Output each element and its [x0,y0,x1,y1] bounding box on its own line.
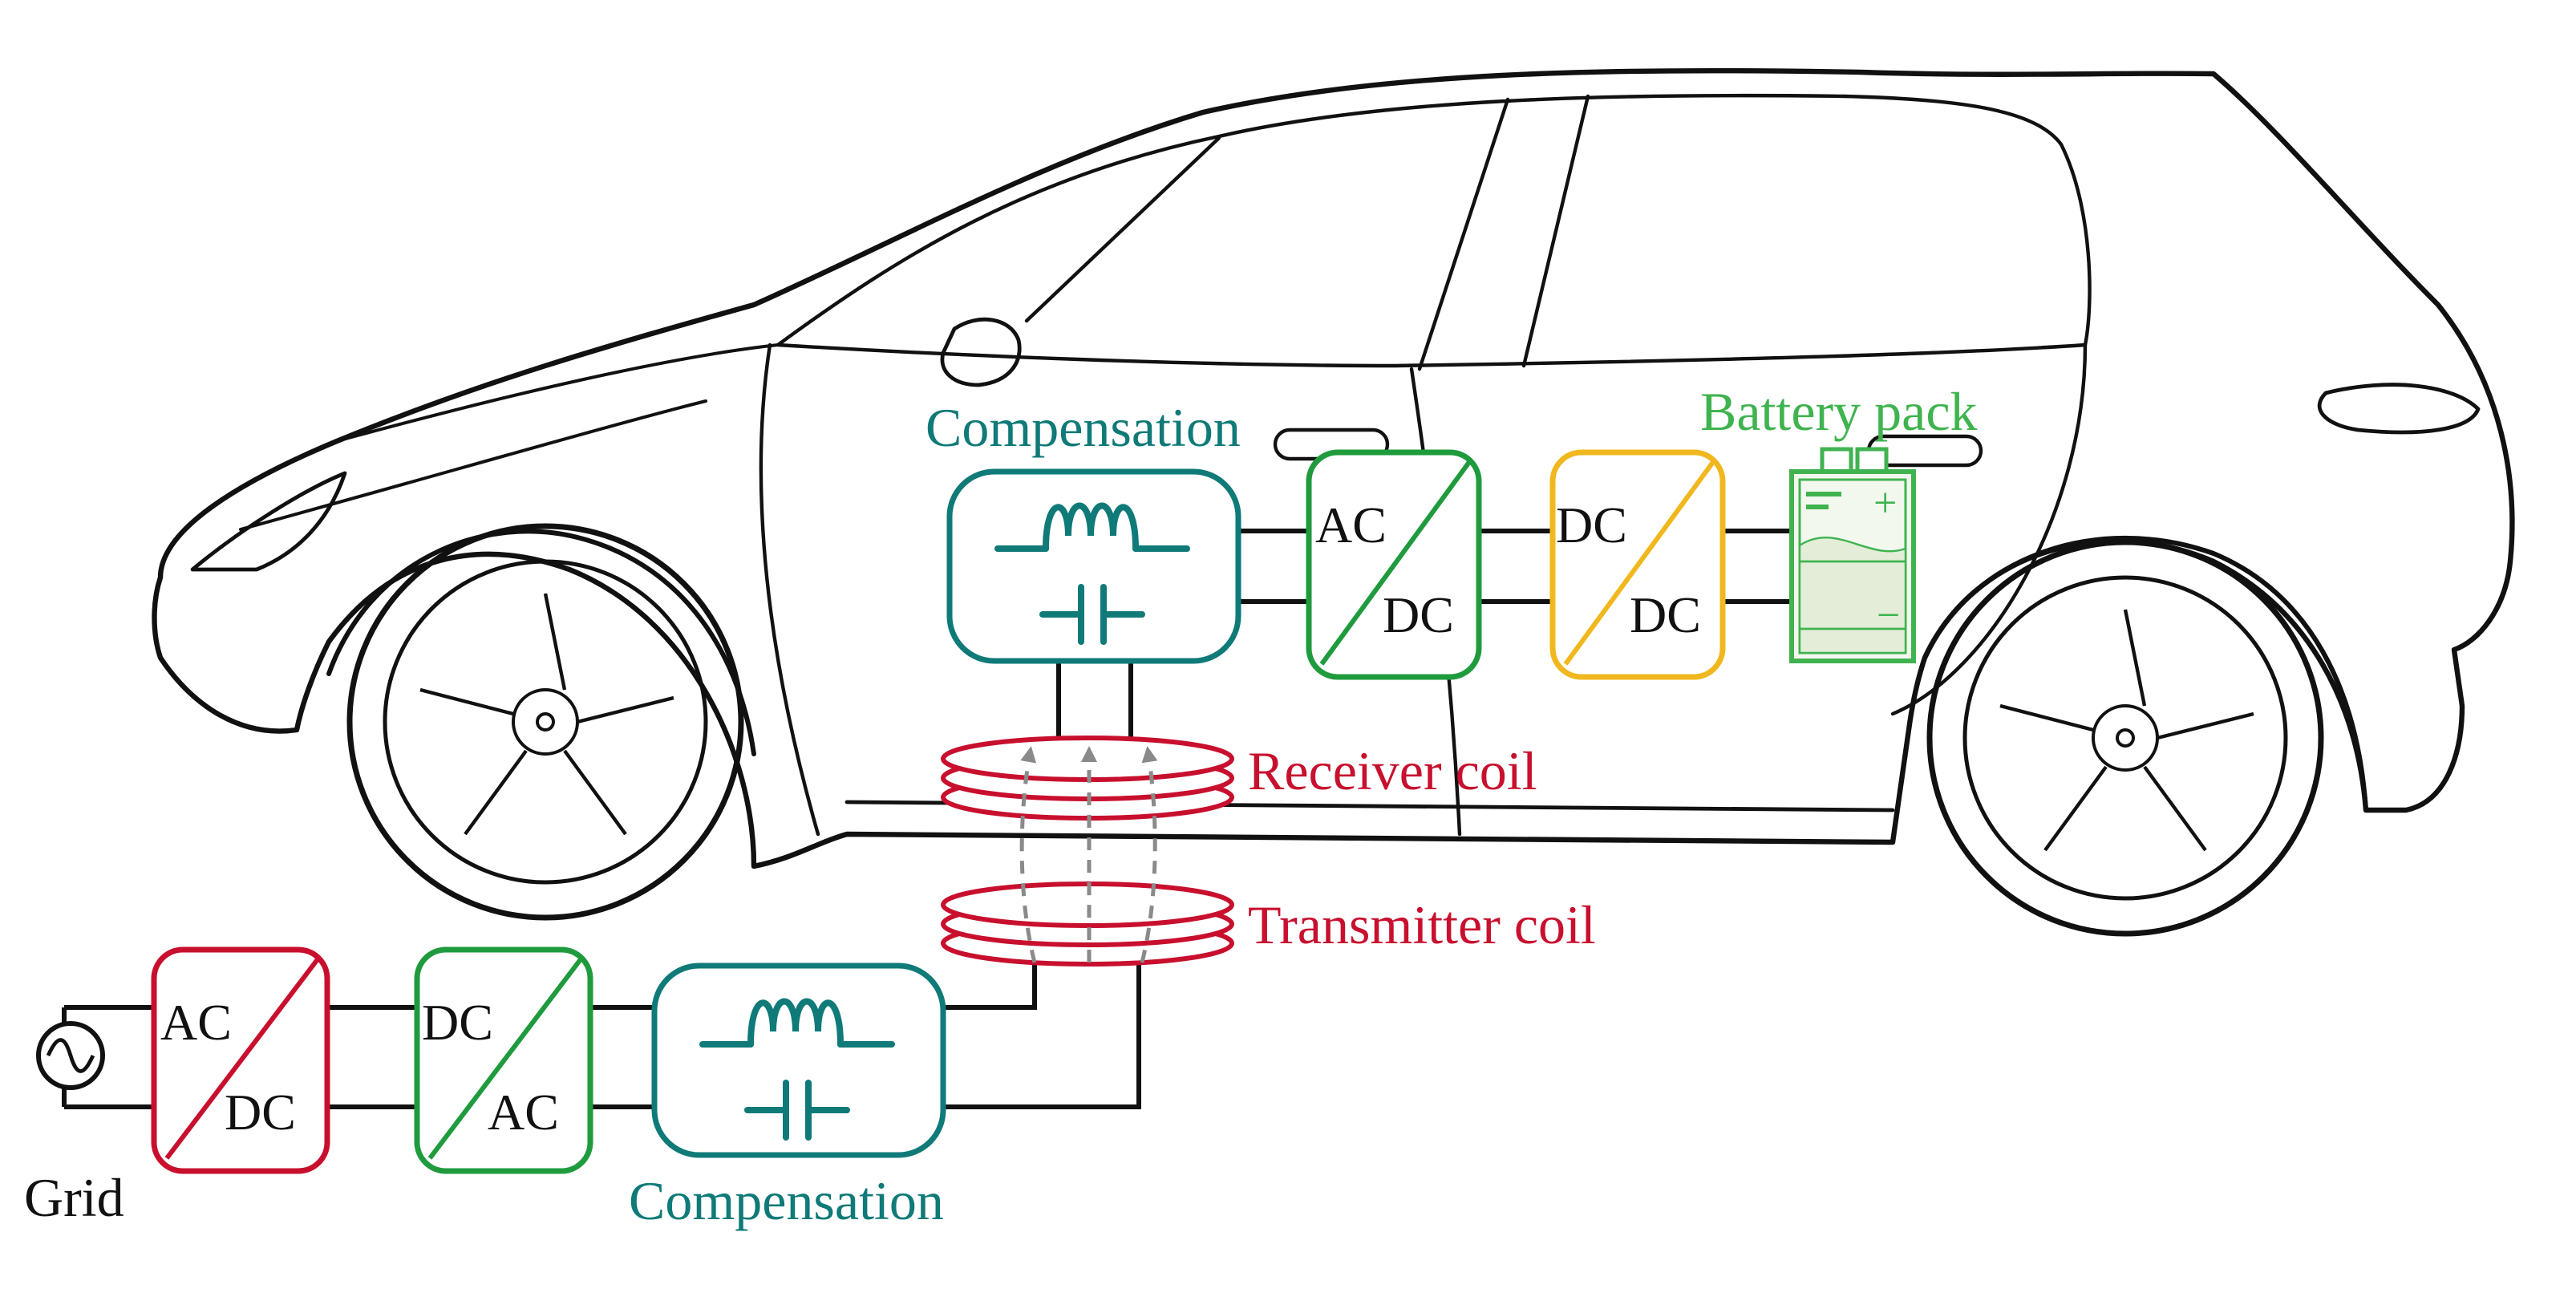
car-c-pillar [1521,94,1590,368]
car-beltline [335,343,780,443]
receiver-coil: Receiver coil [941,736,1537,821]
grid-rectifier-block: AC DC [151,946,330,1174]
grid-rectifier-top-label: AC [160,994,232,1051]
car-a-pillar [1024,136,1221,323]
battery-pack-label: Battery pack [1700,381,1978,442]
car-body-line [152,67,2515,869]
flux-arrow-left [1019,746,1037,963]
sine-wave-icon [46,1038,95,1073]
ground-compensation-label: Compensation [629,1170,944,1231]
battery-terminal-right [1855,447,1889,474]
flux-arrow-right [1140,746,1158,963]
grid-rectifier-bottom-label: DC [225,1084,296,1141]
transmitter-coil: Transmitter coil [941,881,1596,967]
inductor-icon [699,998,895,1048]
inverter-block: DC AC [414,946,593,1174]
car-rear-wheel-arch [1922,535,2368,813]
battery-charge-level [1798,537,1907,655]
inverter-bottom-label: AC [488,1084,559,1141]
car-front-wheel-arch [326,529,756,756]
ground-compensation-block: Compensation [629,963,946,1231]
car-front-door-line [759,342,820,837]
grid-source: Grid [24,1021,124,1228]
inverter-top-label: DC [422,994,493,1051]
car-rear-door-line [1890,342,2088,716]
vehicle-rectifier-block: AC DC [1306,449,1482,680]
inductor-icon [994,502,1190,552]
vehicle-compensation-label: Compensation [925,397,1241,458]
ground-wires [62,950,1141,1109]
transmitter-coil-label: Transmitter coil [1248,894,1596,955]
capacitor-icon [1039,584,1145,645]
car-mirror [940,317,1022,387]
receiver-coil-label: Receiver coil [1248,740,1537,801]
capacitor-icon [744,1080,850,1141]
battery-terminal-left [1820,447,1853,474]
car-outline [152,67,2515,869]
vehicle-compensation-block: Compensation [925,397,1241,664]
magnetic-flux-arrows [1019,746,1158,963]
car-b-pillar [1417,97,1510,371]
car-front-wheel [346,523,744,921]
battery-minus-sign: − [1877,593,1900,638]
dcdc-top-label: DC [1556,496,1627,553]
vehicle-rectifier-bottom-label: DC [1383,586,1454,643]
dcdc-bottom-label: DC [1630,586,1701,643]
car-rear-wheel [1926,539,2324,937]
vehicle-rectifier-top-label: AC [1315,496,1387,553]
battery-pack: + − Battery pack [1700,381,1978,663]
car-headlight [190,471,347,572]
battery-plus-sign: + [1873,480,1897,526]
car-tail-light [2317,383,2481,435]
grid-label: Grid [24,1167,124,1228]
dcdc-converter-block: DC DC [1549,449,1726,680]
car-hood-line [239,399,707,531]
